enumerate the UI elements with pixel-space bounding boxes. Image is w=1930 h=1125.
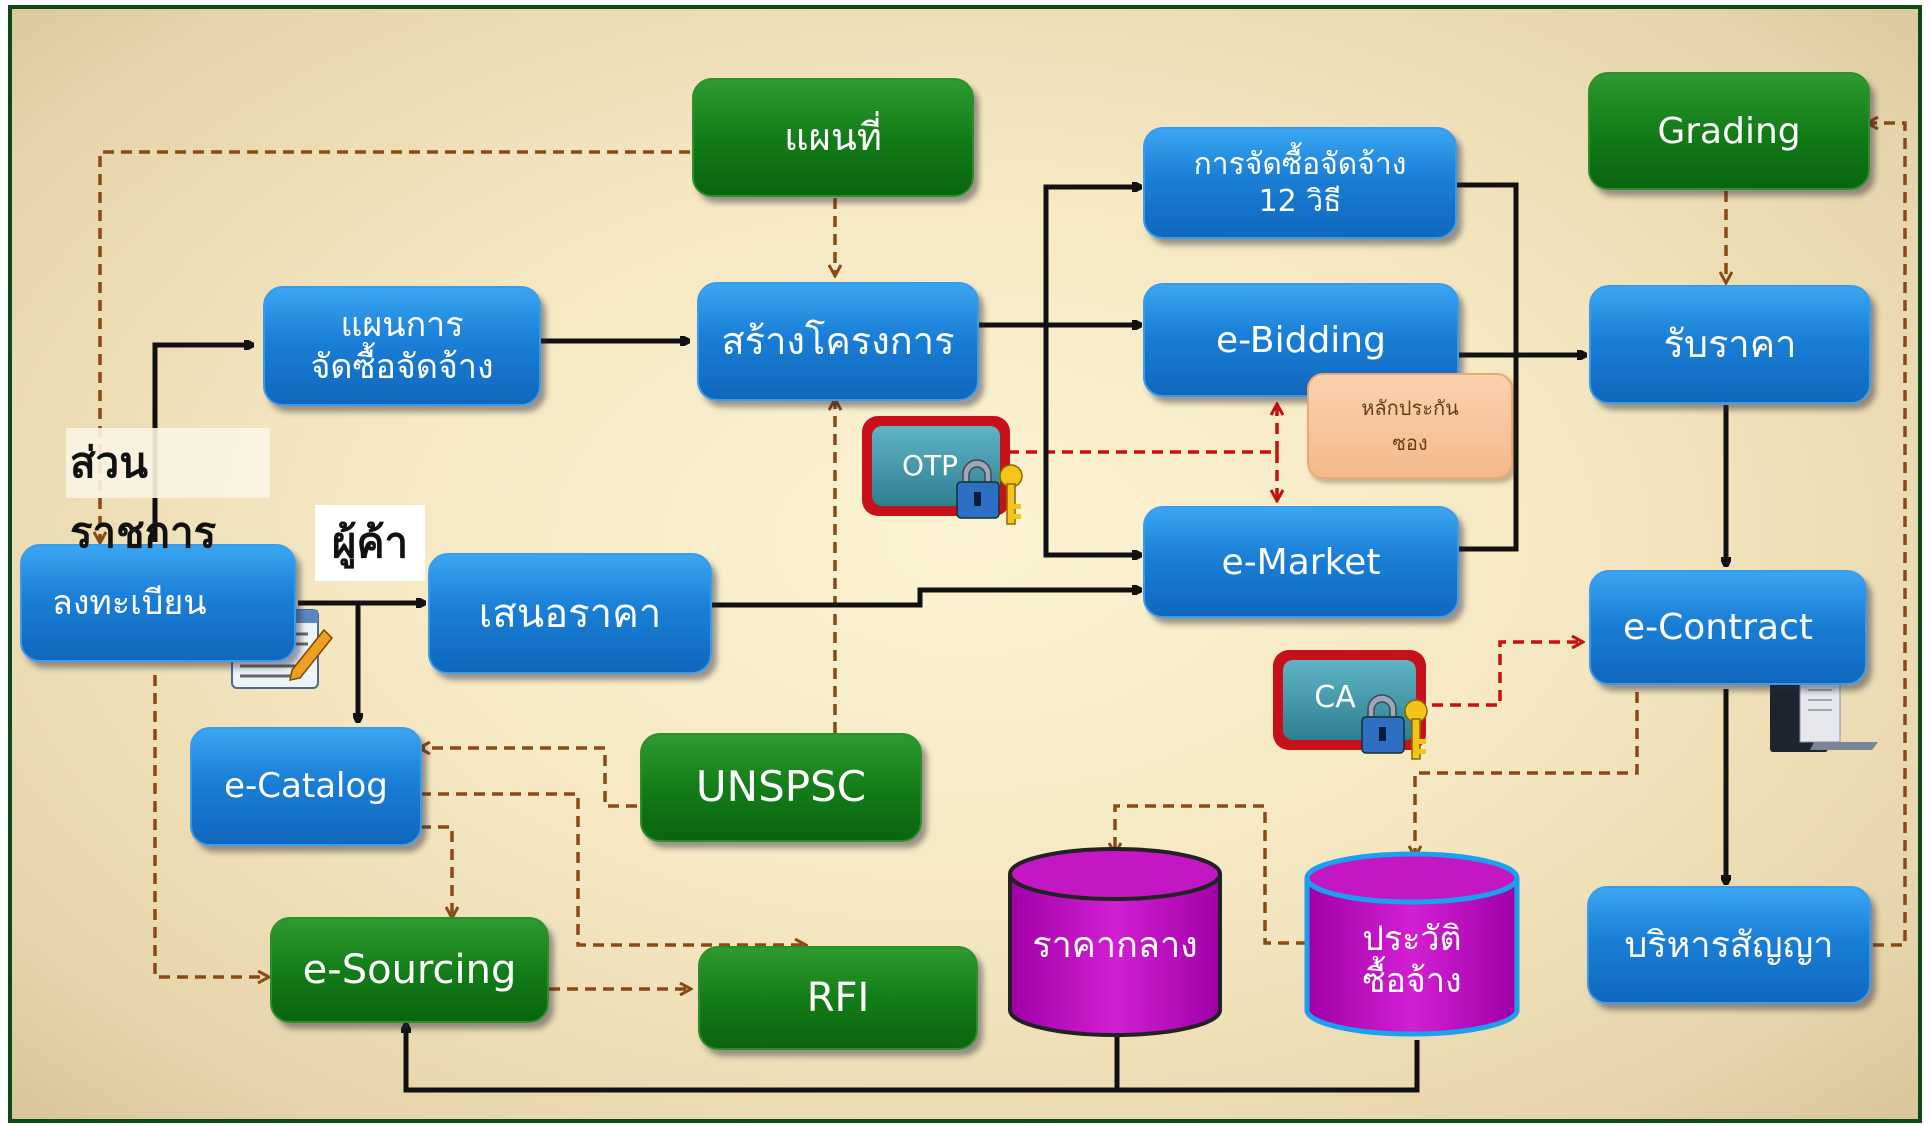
median-price-db-node[interactable]: ราคากลาง [1012,905,1218,985]
dashed-red-connectors [1008,405,1582,707]
ca-node[interactable]: CA [1290,673,1380,723]
e-bidding-label: e-Bidding [1216,319,1386,361]
unspsc-label: UNSPSC [695,762,867,812]
procurement-plan-node[interactable]: แผนการ จัดซื้อจัดจ้าง [263,286,541,406]
purchase-history-db-node[interactable]: ประวัติ ซื้อจ้าง [1310,900,1514,1020]
contract-admin-node[interactable]: บริหารสัญญา [1587,886,1871,1004]
e-sourcing-node[interactable]: e-Sourcing [270,917,549,1023]
e-contract-label: e-Contract [1623,607,1814,648]
procurement-12-line-2: 12 วิธี [1258,184,1342,219]
procurement-12-line-1: การจัดซื้อจัดจ้าง [1193,146,1407,182]
otp-label: OTP [902,448,959,482]
create-project-node[interactable]: สร้างโครงการ [697,282,979,401]
guarantee-node[interactable]: หลักประกัน ซอง [1307,373,1513,479]
e-catalog-node[interactable]: e-Catalog [190,727,422,846]
e-catalog-label: e-Catalog [224,766,388,807]
e-market-node[interactable]: e-Market [1143,506,1459,618]
lock-key-icon [1361,694,1428,760]
ca-label: CA [1314,680,1356,716]
median-price-label: ราคากลาง [1032,924,1198,966]
rfi-node[interactable]: RFI [698,946,978,1050]
contract-admin-label: บริหารสัญญา [1624,924,1834,966]
lock-key-icon [956,459,1023,525]
guarantee-line-1: หลักประกัน [1361,396,1459,420]
grading-node[interactable]: Grading [1588,72,1870,190]
otp-node[interactable]: OTP [880,440,990,490]
e-market-label: e-Market [1221,541,1381,583]
e-sourcing-label: e-Sourcing [302,947,517,993]
government-label: ส่วนราชการ [66,428,270,557]
procurement-12-methods-node[interactable]: การจัดซื้อจัดจ้าง 12 วิธี [1143,127,1457,239]
solid-arrow-connectors [152,185,1726,1093]
median-price-database-shape [1008,847,1222,1037]
plan-map-label: แผนที่ [784,114,882,159]
purchase-history-line-1: ประวัติ [1362,918,1462,959]
purchase-history-line-2: ซื้อจ้าง [1362,961,1462,1001]
receive-price-label: รับราคา [1663,321,1797,366]
rfi-label: RFI [806,975,870,1021]
procurement-plan-line-2: จัดซื้อจัดจ้าง [310,347,494,387]
receive-price-node[interactable]: รับราคา [1589,285,1871,404]
create-project-label: สร้างโครงการ [721,318,955,363]
guarantee-line-2: ซอง [1392,431,1428,455]
grading-label: Grading [1657,110,1801,152]
purchase-history-database-shape [1304,851,1520,1037]
plan-map-node[interactable]: แผนที่ [692,78,974,197]
offer-price-node[interactable]: เสนอราคา [428,553,712,674]
vendor-label: ผู้ค้า [315,505,425,581]
procurement-plan-line-1: แผนการ [340,304,464,345]
register-label: ลงทะเบียน [52,582,207,623]
unspsc-node[interactable]: UNSPSC [640,733,922,842]
register-node[interactable]: ลงทะเบียน [20,544,296,662]
dashed-brown-connectors [100,123,1907,989]
e-contract-node[interactable]: e-Contract [1589,570,1867,685]
offer-price-label: เสนอราคา [478,590,662,637]
